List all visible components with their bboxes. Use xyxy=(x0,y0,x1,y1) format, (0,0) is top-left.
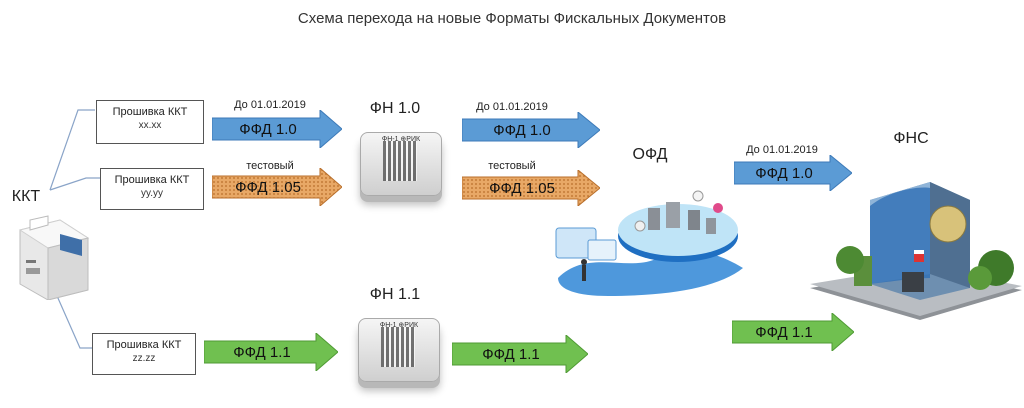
note-before-2019-2: До 01.01.2019 xyxy=(476,101,548,113)
arrow-label: ФФД 1.05 xyxy=(235,178,301,196)
qr-code-icon xyxy=(383,141,417,181)
qr-code-icon xyxy=(381,327,415,367)
firmware-version: yy.yy xyxy=(140,188,164,199)
firmware-label: Прошивка ККТ xyxy=(112,106,188,118)
arrow-label: ФФД 1.1 xyxy=(233,343,291,361)
firmware-label: Прошивка ККТ xyxy=(106,339,182,351)
arrow-ffd105-fn-ofd: ФФД 1.05 xyxy=(462,170,600,206)
firmware-box-1: Прошивка ККТ xx.xx xyxy=(96,100,204,144)
arrow-label: ФФД 1.1 xyxy=(755,323,813,341)
tax-office-building-icon xyxy=(810,160,1022,330)
arrow-label: ФФД 1.0 xyxy=(755,164,813,182)
diagram-title: Схема перехода на новые Форматы Фискальн… xyxy=(297,10,727,27)
arrow-label: ФФД 1.05 xyxy=(489,179,555,197)
fn-device-text: ФН-1 ⊕РИК xyxy=(381,136,421,143)
fn10-label: ФН 1.0 xyxy=(369,100,421,117)
arrow-label: ФФД 1.1 xyxy=(482,345,540,363)
firmware-version: xx.xx xyxy=(138,120,162,131)
kkt-label: ККТ xyxy=(11,188,41,205)
fn-device-text: ФН-1 ⊕РИК xyxy=(379,322,419,329)
note-test-1: тестовый xyxy=(246,160,294,172)
connector-line-2 xyxy=(49,177,100,191)
arrow-ffd11-ofd-fns: ФФД 1.1 xyxy=(732,313,854,351)
firmware-box-2: Прошивка ККТ yy.yy xyxy=(100,168,204,210)
fns-label: ФНС xyxy=(893,130,929,147)
note-before-2019-1: До 01.01.2019 xyxy=(234,99,306,111)
note-test-2: тестовый xyxy=(488,160,536,172)
data-center-icon xyxy=(548,178,748,308)
ofd-label: ОФД xyxy=(632,146,668,163)
connector-line-1 xyxy=(49,109,95,191)
firmware-label: Прошивка ККТ xyxy=(114,174,190,186)
fiscal-storage-icon: ФН-1 ⊕РИК xyxy=(360,132,442,196)
firmware-box-3: Прошивка ККТ zz.zz xyxy=(92,333,196,375)
arrow-ffd105-kkt-fn: ФФД 1.05 xyxy=(212,168,342,206)
arrow-ffd11-kkt-fn: ФФД 1.1 xyxy=(204,333,338,371)
arrow-ffd10-ofd-fns: ФФД 1.0 xyxy=(734,155,852,191)
fiscal-storage-icon: ФН-1 ⊕РИК xyxy=(358,318,440,382)
arrow-ffd10-kkt-fn: ФФД 1.0 xyxy=(212,110,342,148)
fn11-label: ФН 1.1 xyxy=(369,286,421,303)
connector-line-3 xyxy=(49,279,92,349)
arrow-label: ФФД 1.0 xyxy=(239,120,297,138)
arrow-label: ФФД 1.0 xyxy=(493,121,551,139)
firmware-version: zz.zz xyxy=(132,353,156,364)
arrow-ffd11-fn-ofd: ФФД 1.1 xyxy=(452,335,588,373)
printer-icon xyxy=(0,210,100,305)
arrow-ffd10-fn-ofd: ФФД 1.0 xyxy=(462,112,600,148)
note-before-2019-3: До 01.01.2019 xyxy=(746,144,818,156)
